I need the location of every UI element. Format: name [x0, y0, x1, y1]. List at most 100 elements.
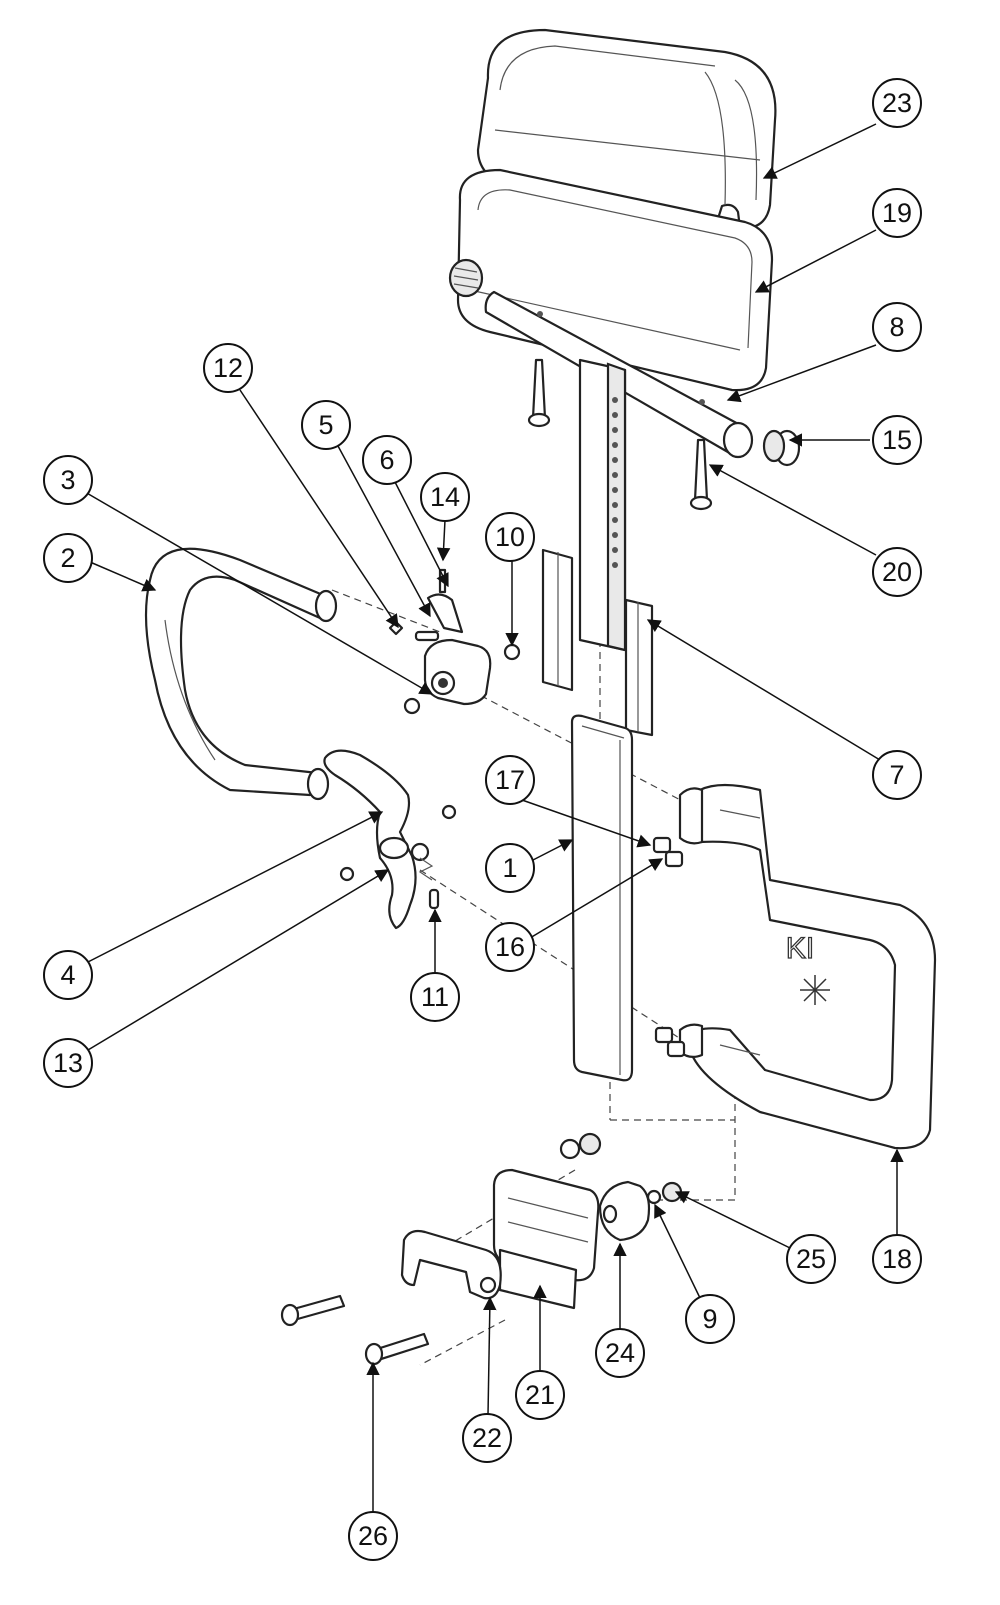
callout-number: 1: [502, 853, 517, 883]
adjustment-hole: [612, 487, 618, 493]
callout-21: 21: [515, 1370, 565, 1420]
callout-number: 26: [358, 1521, 388, 1551]
callout-number: 24: [605, 1338, 635, 1368]
callout-number: 25: [796, 1244, 826, 1274]
callout-number: 15: [882, 425, 912, 455]
callout-5: 5: [301, 400, 351, 450]
callout-number: 14: [430, 482, 460, 512]
leader-line-3: [84, 491, 434, 695]
callout-number: 5: [318, 410, 333, 440]
adjustment-hole: [612, 562, 618, 568]
starburst-logo-mark: [800, 975, 830, 1005]
callout-number: 19: [882, 198, 912, 228]
callout-number: 22: [472, 1423, 502, 1453]
leader-line-4: [85, 811, 384, 964]
callout-circle: [872, 188, 922, 238]
callout-number: 16: [495, 932, 525, 962]
callout-number: 2: [60, 543, 75, 573]
leader-line-19: [754, 229, 877, 293]
callout-number: 6: [379, 445, 394, 475]
callout-7: 7: [872, 750, 922, 800]
callout-number: 17: [495, 765, 525, 795]
glide-strip-left: [541, 548, 574, 692]
pad-screws: [527, 358, 713, 511]
callout-26: 26: [348, 1511, 398, 1561]
callout-circle: [348, 1511, 398, 1561]
callout-number: 11: [421, 982, 449, 1012]
callout-circle: [872, 302, 922, 352]
arm-tube: [144, 547, 338, 801]
callout-circle: [43, 533, 93, 583]
callout-leaders: [84, 123, 904, 1513]
callout-3: 3: [43, 455, 93, 505]
adjustment-hole: [612, 472, 618, 478]
callout-number: 23: [882, 88, 912, 118]
callout-22: 22: [462, 1413, 512, 1463]
receiver-tube: [570, 714, 634, 1082]
callout-23: 23: [872, 78, 922, 128]
guard-pins: [652, 836, 686, 1058]
release-lever: [323, 749, 457, 930]
callout-12: 12: [203, 343, 253, 393]
clamp-assembly: [388, 568, 521, 715]
callout-circle: [43, 950, 93, 1000]
callout-8: 8: [872, 302, 922, 352]
leader-line-5: [337, 445, 431, 618]
callout-15: 15: [872, 415, 922, 465]
callout-circle: [203, 343, 253, 393]
leader-line-13: [87, 869, 390, 1051]
adjustment-hole: [612, 547, 618, 553]
callout-circle: [786, 1234, 836, 1284]
callout-circle: [462, 1413, 512, 1463]
callout-circle: [43, 455, 93, 505]
callout-number: 3: [60, 465, 75, 495]
callout-10: 10: [485, 512, 535, 562]
callout-19: 19: [872, 188, 922, 238]
callout-24: 24: [595, 1328, 645, 1378]
leader-line-25: [674, 1191, 791, 1249]
adjustment-hole: [612, 517, 618, 523]
callout-number: 20: [882, 557, 912, 587]
leader-line-1: [532, 839, 574, 861]
callout-17: 17: [485, 755, 535, 805]
adjustment-hole: [612, 442, 618, 448]
leader-line-8: [726, 344, 877, 403]
callout-4: 4: [43, 950, 93, 1000]
callout-number: 13: [53, 1048, 83, 1078]
side-guard: KI: [678, 783, 937, 1150]
callout-circle: [685, 1294, 735, 1344]
leader-line-16: [529, 858, 664, 939]
callout-number: 8: [889, 312, 904, 342]
callout-circle: [485, 843, 535, 893]
callout-6: 6: [362, 435, 412, 485]
bottom-clamp-assembly: [400, 1132, 683, 1310]
leader-line-12: [239, 389, 399, 629]
callout-circle: [872, 750, 922, 800]
callout-2: 2: [43, 533, 93, 583]
callout-13: 13: [43, 1038, 93, 1088]
adjustment-hole: [612, 427, 618, 433]
leader-line-6: [394, 481, 449, 588]
armrest-pad-cover: [476, 28, 777, 230]
callout-circle: [485, 922, 535, 972]
adjustment-hole: [612, 532, 618, 538]
leader-line-17: [521, 799, 652, 848]
glide-strip-right: [624, 598, 654, 737]
callout-16: 16: [485, 922, 535, 972]
armrest-upright-post: [578, 358, 627, 652]
callout-circle: [872, 1234, 922, 1284]
callout-9: 9: [685, 1294, 735, 1344]
callout-14: 14: [420, 472, 470, 522]
callout-number: 4: [60, 960, 75, 990]
callout-circle: [872, 415, 922, 465]
callout-number: 7: [889, 760, 904, 790]
callout-circle: [362, 435, 412, 485]
callout-circle: [485, 512, 535, 562]
adjustment-hole: [612, 397, 618, 403]
callout-18: 18: [872, 1234, 922, 1284]
callout-11: 11: [410, 972, 460, 1022]
callout-circle: [515, 1370, 565, 1420]
leader-line-9: [654, 1203, 701, 1299]
leader-line-2: [89, 561, 157, 592]
